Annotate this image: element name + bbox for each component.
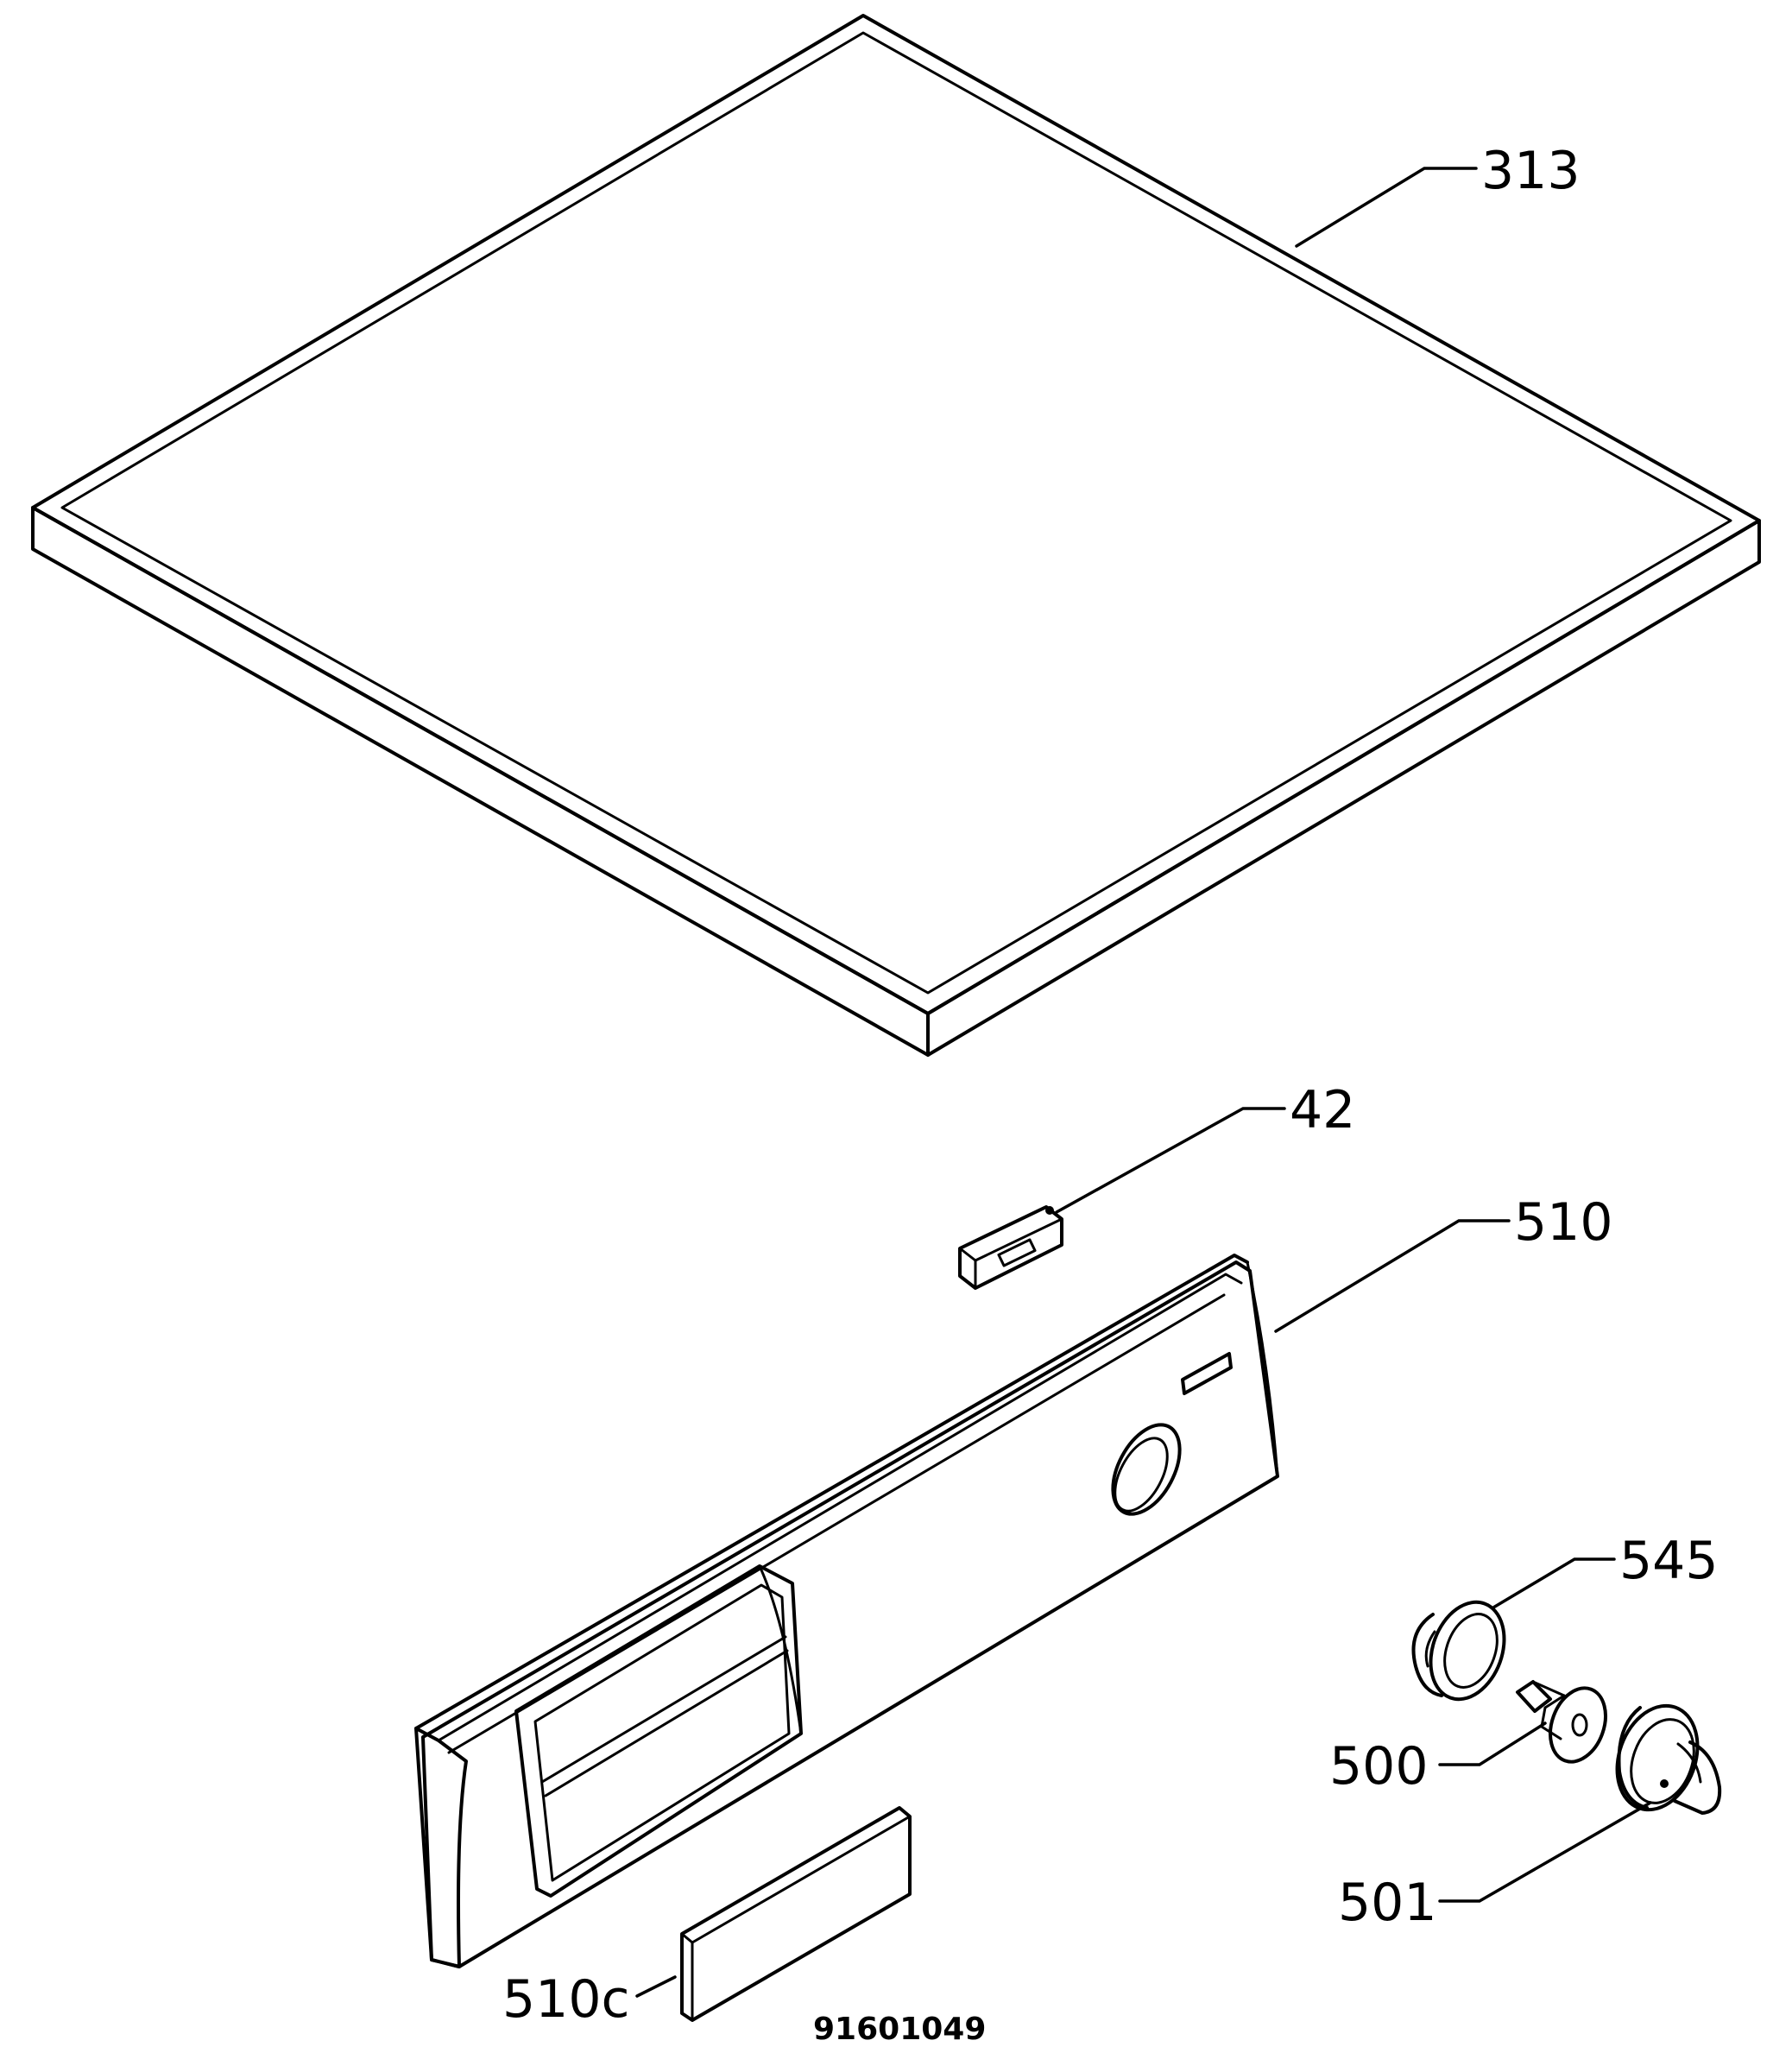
leader-510c [635,1975,677,1998]
part-545-bezel [1411,1600,1506,1702]
callout-510c: 510c [502,1969,630,2030]
leader-42 [1055,1107,1286,1214]
part-510-control-panel [414,1254,1279,1968]
leader-500 [1438,1721,1547,1766]
leader-lines [635,167,1652,1998]
callout-42: 42 [1290,1080,1355,1140]
callout-500: 500 [1329,1736,1429,1797]
callout-313: 313 [1481,141,1581,201]
callout-510: 510 [1514,1192,1613,1253]
leader-510 [1274,1219,1511,1333]
part-510c-strip [680,1806,912,2022]
callout-501: 501 [1338,1873,1437,1933]
leader-313 [1295,167,1478,248]
callout-545: 545 [1619,1531,1719,1591]
part-313-top-cover [31,14,1761,1057]
part-501-knob [1615,1703,1722,1815]
leader-501 [1438,1801,1652,1903]
callout-labels: 313 42 510 545 500 501 510c 91601049 [502,141,1719,2047]
leader-545 [1492,1557,1616,1609]
document-number: 91601049 [813,2012,986,2047]
part-500-spindle [1516,1680,1607,1764]
part-42-clip [958,1205,1063,1290]
